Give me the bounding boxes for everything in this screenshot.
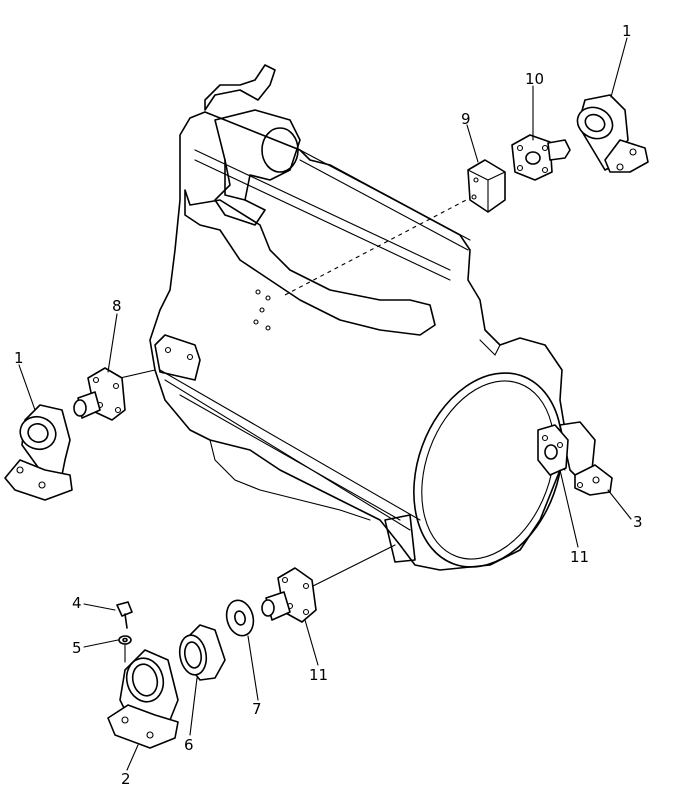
callout-labels: 1 10 9 8 1 3 11 4 5 11 7 6 2 — [14, 22, 643, 785]
part-4-bolt — [116, 601, 133, 629]
part-9-cover-plate — [467, 159, 506, 213]
assembly-lines — [119, 197, 566, 591]
callout-1-upper: 1 — [622, 22, 632, 40]
callout-9: 9 — [461, 110, 471, 128]
part-7-washer — [225, 599, 255, 637]
part-11-flange-shaft-lower — [261, 567, 317, 623]
part-3-mount-right — [559, 421, 613, 496]
callout-4: 4 — [72, 594, 82, 612]
callout-8: 8 — [112, 297, 122, 315]
engine-assembly — [149, 64, 566, 571]
part-2-bracket — [107, 649, 179, 749]
part-5-lock-washer — [118, 635, 132, 663]
callout-1-left: 1 — [14, 349, 24, 367]
part-11-flange-right — [537, 424, 569, 476]
callout-leaders — [18, 37, 632, 771]
part-1-mount-upper-right — [576, 94, 649, 173]
callout-11-lower: 11 — [309, 666, 328, 684]
callout-7: 7 — [252, 700, 262, 718]
callout-3: 3 — [633, 513, 643, 531]
callout-5: 5 — [72, 639, 82, 657]
part-1-mount-left — [4, 404, 73, 501]
part-10-flange-shaft — [511, 134, 571, 181]
part-6-bushing — [178, 624, 226, 681]
part-8-flange-shaft — [73, 367, 126, 421]
callout-6: 6 — [184, 736, 194, 754]
callout-11-right: 11 — [570, 548, 589, 566]
callout-10: 10 — [525, 70, 544, 88]
callout-2: 2 — [121, 770, 131, 785]
